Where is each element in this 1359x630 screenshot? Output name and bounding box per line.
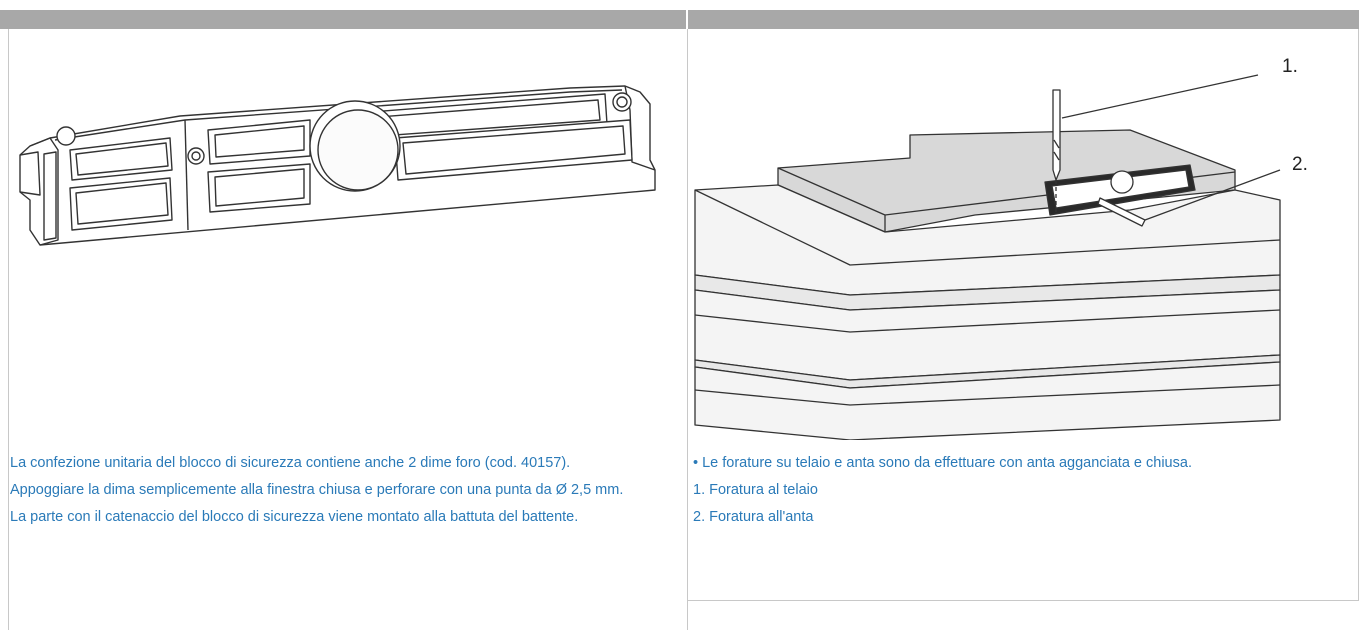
table-header-bar xyxy=(0,10,1359,29)
left-description: La confezione unitaria del blocco di sic… xyxy=(10,454,675,535)
left-border-line xyxy=(8,29,9,630)
left-paragraph-3: La parte con il catenaccio del blocco di… xyxy=(10,509,579,525)
right-paragraph-3: 2. Foratura all'anta xyxy=(693,509,814,525)
window-frame-drilling-illustration xyxy=(694,74,1281,440)
left-paragraph-1: La confezione unitaria del blocco di sic… xyxy=(10,455,571,471)
callout-1: 1. xyxy=(1282,56,1298,77)
right-paragraph-2: 1. Foratura al telaio xyxy=(693,482,818,498)
drilling-template-illustration xyxy=(19,85,656,246)
header-divider xyxy=(686,10,688,29)
right-paragraph-1: • Le forature su telaio e anta sono da e… xyxy=(693,455,1192,471)
center-divider-line xyxy=(687,29,688,630)
right-description: • Le forature su telaio e anta sono da e… xyxy=(693,454,1353,535)
left-paragraph-2: Appoggiare la dima semplicemente alla fi… xyxy=(10,482,624,498)
callout-2: 2. xyxy=(1292,154,1308,175)
right-bottom-line xyxy=(688,600,1359,601)
